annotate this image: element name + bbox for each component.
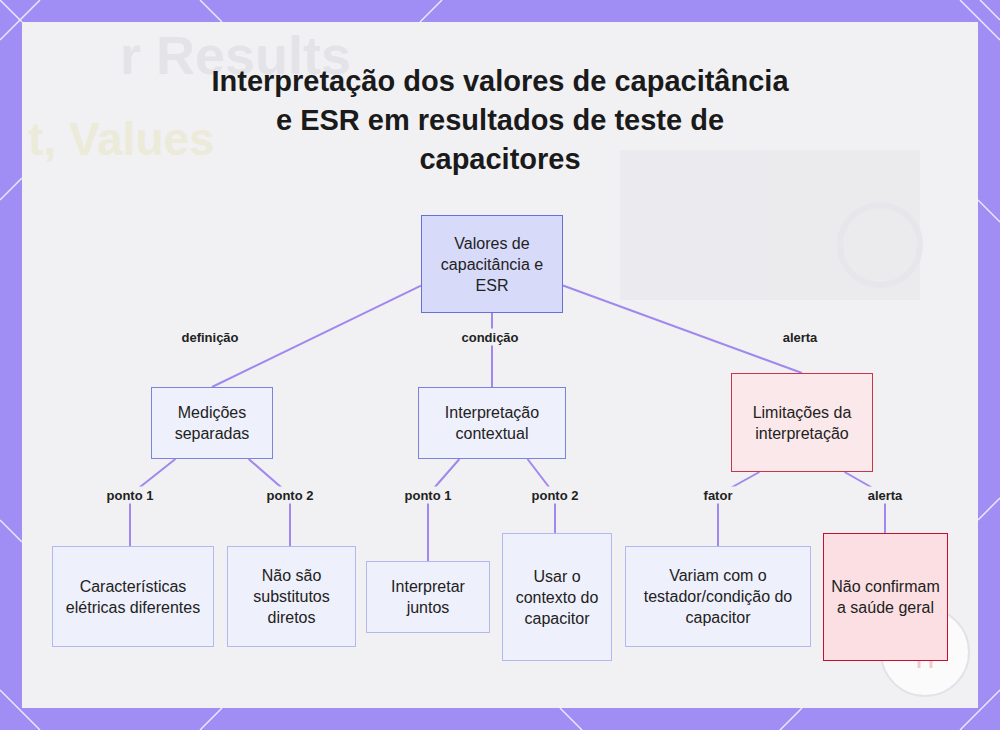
node-label: Medições separadas xyxy=(158,402,266,444)
connector-line xyxy=(528,459,555,533)
warning-box: Limitações da interpretação xyxy=(731,373,873,472)
node-label: Não são substitutos diretos xyxy=(234,565,349,628)
connector-line xyxy=(491,313,493,387)
leaf-box: Interpretar juntos xyxy=(366,561,490,633)
root-box: Valores de capacitância e ESR xyxy=(421,215,563,313)
connector-line xyxy=(130,459,175,546)
connector-line xyxy=(249,459,290,546)
node-label: Interpretação contextual xyxy=(425,402,559,444)
node-label: Limitações da interpretação xyxy=(738,402,866,444)
faded-screen-graphic xyxy=(620,150,920,300)
leaf-box: Não são substitutos diretos xyxy=(227,546,356,647)
edge-label: fator xyxy=(701,487,736,504)
edge-label: alerta xyxy=(780,329,821,346)
connector-line xyxy=(563,286,802,373)
connector-line xyxy=(845,472,885,533)
leaf-box: Variam com o testador/condição do capaci… xyxy=(625,546,811,647)
edge-label: ponto 1 xyxy=(104,487,157,504)
branch-box: Medições separadas xyxy=(151,387,273,459)
edge-label: ponto 1 xyxy=(402,487,455,504)
connector-line xyxy=(718,472,759,546)
leaf-box: Características elétricas diferentes xyxy=(52,546,214,647)
edge-label: condição xyxy=(458,329,521,346)
content-panel xyxy=(22,22,978,708)
node-label: Interpretar juntos xyxy=(373,576,483,618)
diagram-title: Interpretação dos valores de capacitânci… xyxy=(200,62,800,179)
node-label: Valores de capacitância e ESR xyxy=(428,233,556,296)
node-label: Variam com o testador/condição do capaci… xyxy=(632,565,804,628)
edge-label: definição xyxy=(178,329,241,346)
watermark-text: t, Values xyxy=(28,112,215,166)
alert-box: Não confirmam a saúde geral xyxy=(823,533,948,661)
node-label: Não confirmam a saúde geral xyxy=(830,576,941,618)
node-label: Usar o contexto do capacitor xyxy=(509,566,605,629)
edge-label: ponto 2 xyxy=(529,487,582,504)
edge-label: ponto 2 xyxy=(264,487,317,504)
leaf-box: Usar o contexto do capacitor xyxy=(502,533,612,661)
branch-box: Interpretação contextual xyxy=(418,387,566,459)
watermark-text: r Results xyxy=(120,24,351,86)
edge-label: alerta xyxy=(865,487,906,504)
node-label: Características elétricas diferentes xyxy=(59,576,207,618)
connector-line xyxy=(428,459,459,561)
connector-line xyxy=(212,286,421,387)
